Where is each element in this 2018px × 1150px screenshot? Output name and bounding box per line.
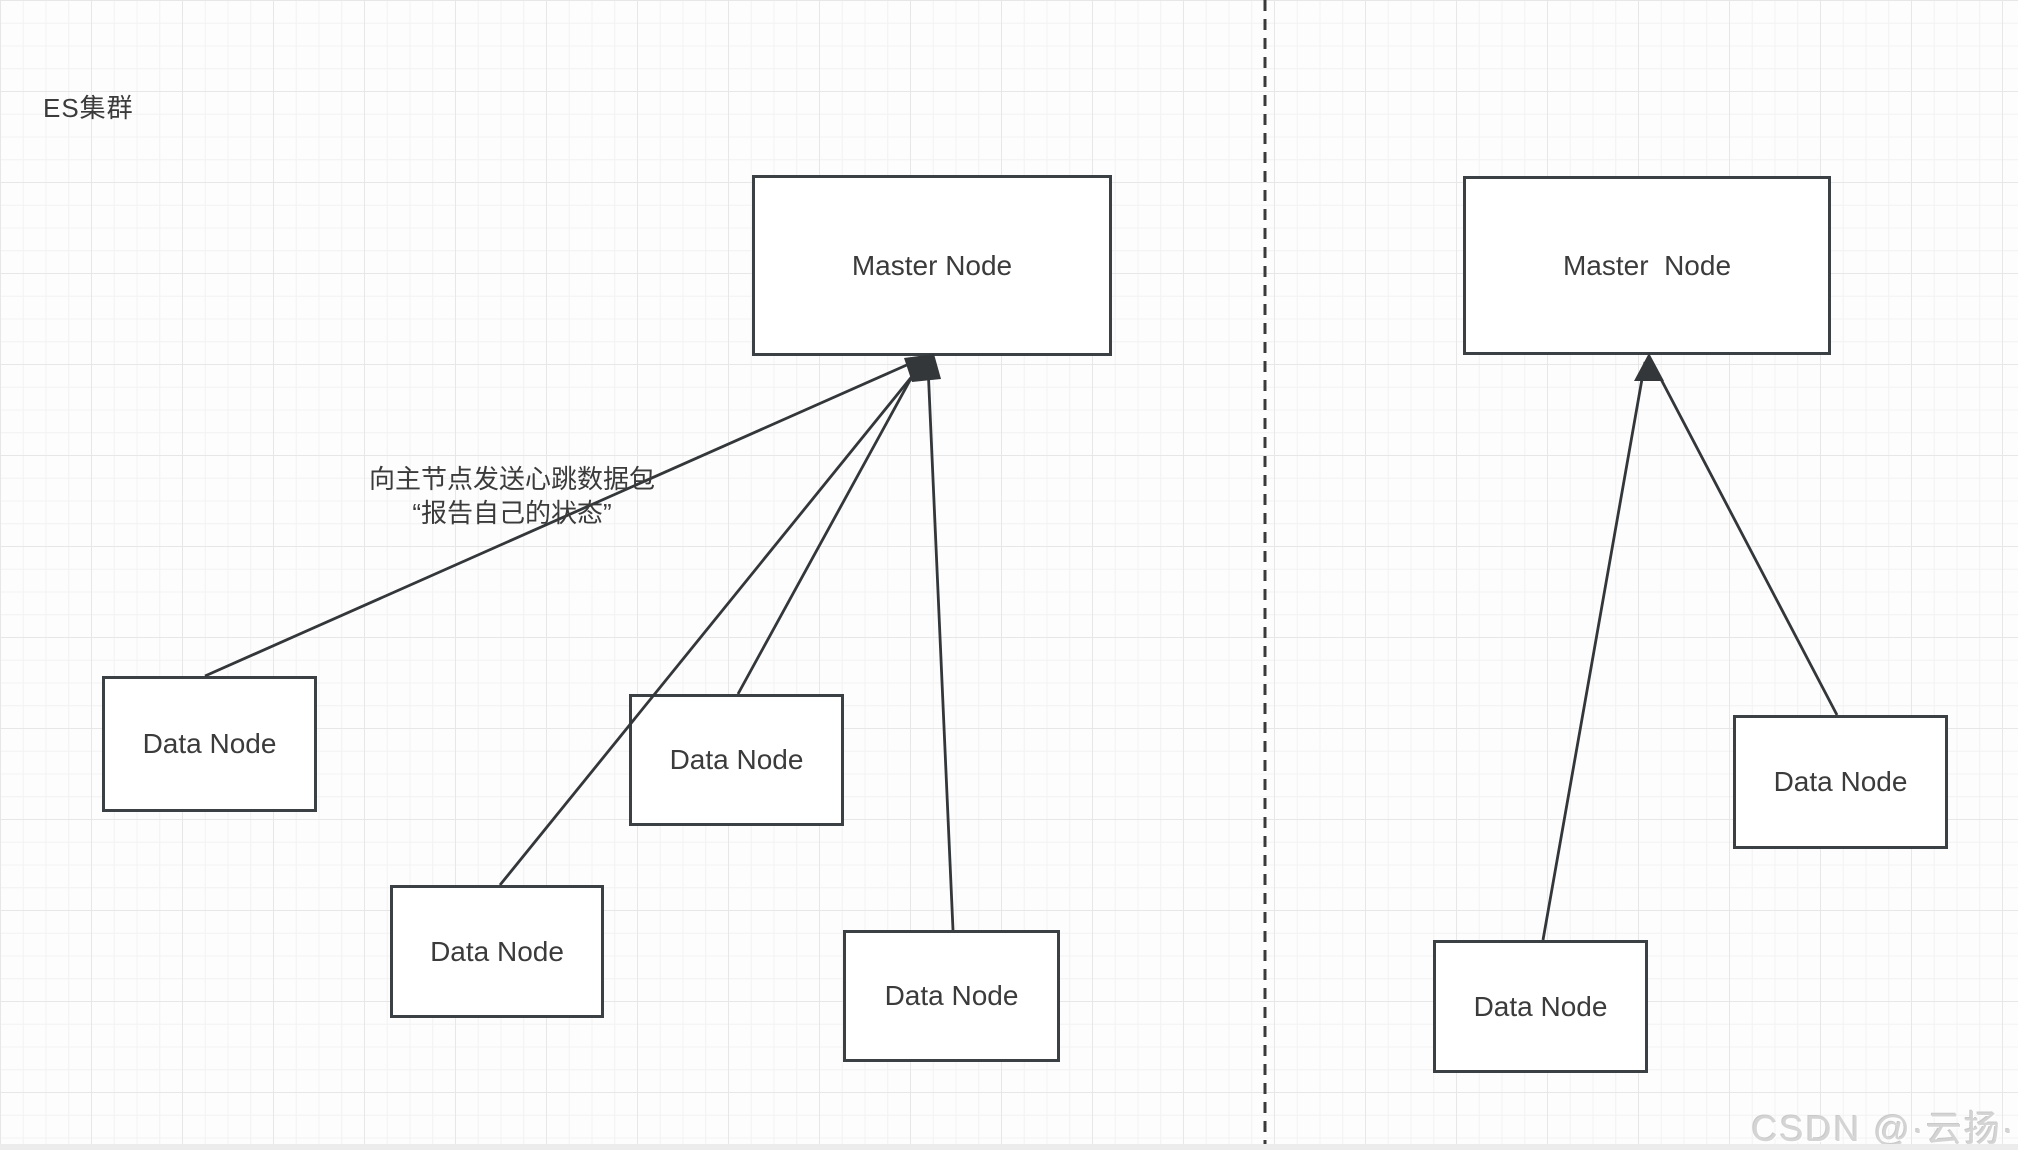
right-connectors	[1541, 361, 1839, 941]
right-master-node: Master Node	[1463, 176, 1831, 355]
connector-right-dn1-master	[1650, 361, 1839, 716]
left-data-node-4: Data Node	[843, 930, 1060, 1062]
csdn-watermark: CSDN @·云扬·	[1751, 1108, 2016, 1149]
left-master-node: Master Node	[752, 175, 1112, 356]
heartbeat-annotation: 向主节点发送心跳数据包 “报告自己的状态”	[326, 462, 698, 530]
left-master-node-label: Master Node	[851, 249, 1013, 281]
left-data-node-2: Data Node	[629, 694, 844, 826]
connector-right-dn2-master	[1541, 361, 1647, 941]
heartbeat-annotation-line1: 向主节点发送心跳数据包	[368, 464, 655, 494]
left-data-node-1-label: Data Node	[142, 728, 277, 759]
left-connectors	[204, 358, 955, 931]
right-data-node-2-label: Data Node	[1473, 990, 1608, 1022]
left-data-node-1: Data Node	[102, 676, 317, 812]
diagram-title: ES集群	[43, 93, 134, 123]
right-arrowhead-icon	[1634, 353, 1664, 381]
canvas-edge-strip	[0, 1144, 2018, 1150]
connector-left-dn2-master	[736, 361, 922, 695]
right-data-node-1: Data Node	[1733, 715, 1948, 849]
left-data-node-3-label: Data Node	[430, 935, 564, 967]
left-data-node-4-label: Data Node	[884, 980, 1019, 1011]
connector-left-dn4-master	[926, 365, 955, 931]
left-arrowhead-icon	[904, 354, 941, 382]
right-data-node-2: Data Node	[1433, 940, 1648, 1073]
left-data-node-2-label: Data Node	[669, 744, 804, 775]
heartbeat-annotation-line2: “报告自己的状态”	[412, 498, 612, 528]
left-data-node-3: Data Node	[390, 885, 604, 1018]
right-data-node-1-label: Data Node	[1773, 766, 1908, 797]
right-master-node-label: Master Node	[1562, 249, 1732, 281]
